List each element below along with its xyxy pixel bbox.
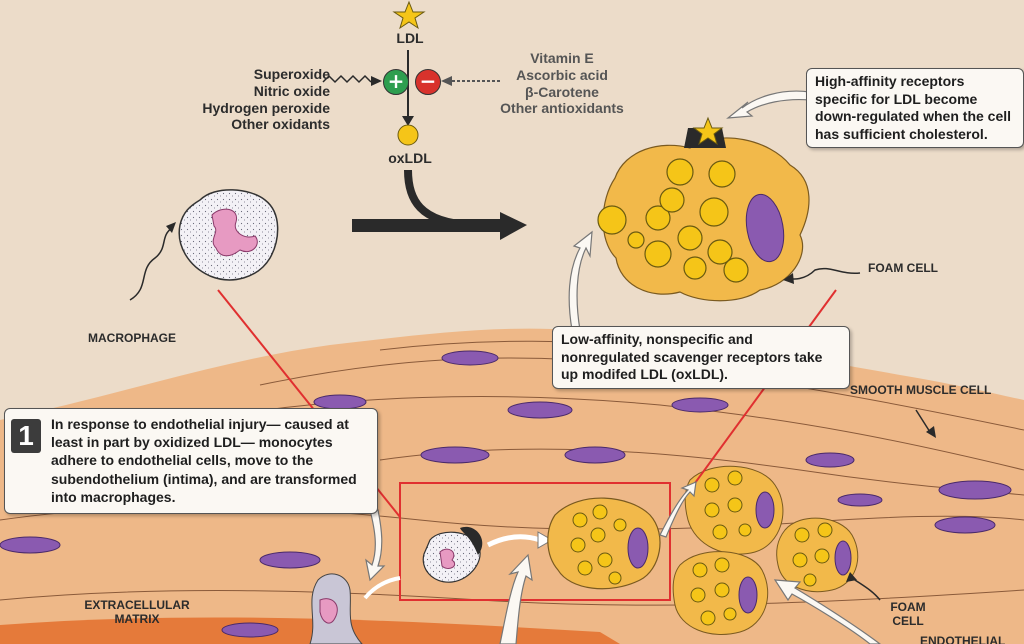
oxldl-label: oxLDL: [388, 150, 432, 166]
extracellular-matrix-label: EXTRACELLULAR MATRIX: [84, 598, 190, 627]
endothelial-label: ENDOTHELIAL: [920, 634, 1006, 644]
macrophage-label: MACROPHAGE: [87, 331, 176, 345]
oxidants-list: Superoxide Nitric oxide Hydrogen peroxid…: [176, 66, 330, 133]
step-1-callout: 1 In response to endothelial injury— cau…: [4, 408, 378, 514]
foam-cell-large: [597, 116, 861, 302]
foam-cells-lower: [672, 465, 881, 635]
callout-pointers: [365, 90, 881, 644]
step-1-text: In response to endothelial injury— cause…: [51, 416, 357, 505]
high-affinity-callout: High-affinity receptors specific for LDL…: [806, 68, 1024, 148]
foam-cell-lower-label: FOAM CELL: [890, 600, 926, 629]
adhering-monocyte: [309, 573, 363, 644]
foam-cell-nucleus: [745, 193, 785, 263]
ldl-label: LDL: [396, 30, 424, 46]
minus-icon: −: [415, 69, 441, 95]
antioxidant-item: Ascorbic acid: [516, 66, 608, 83]
smooth-muscle-cell-label: SMOOTH MUSCLE CELL: [850, 383, 992, 397]
oxidant-item: Hydrogen peroxide: [202, 99, 330, 116]
antioxidant-item: Other antioxidants: [500, 100, 624, 117]
oxidant-item: Nitric oxide: [253, 82, 330, 99]
foam-cell-label: FOAM CELL: [868, 261, 938, 275]
transformation-inset: [399, 482, 671, 601]
antioxidant-item: Vitamin E: [530, 50, 594, 66]
ldl-star-icon: [392, 0, 426, 30]
low-affinity-callout: Low-affinity, nonspecific and nonregulat…: [552, 326, 850, 389]
step-number-badge: 1: [11, 419, 41, 453]
antioxidants-list: Vitamin E Ascorbic acid β-Carotene Other…: [482, 50, 642, 117]
oxidant-item: Other oxidants: [231, 116, 330, 133]
ldl-pathway: [322, 0, 527, 240]
oxidant-item: Superoxide: [253, 66, 330, 82]
oxldl-particle: [397, 124, 419, 146]
ldl-receptor-star-icon: [692, 116, 724, 146]
antioxidant-item: β-Carotene: [525, 83, 599, 100]
plus-icon: +: [383, 69, 409, 95]
macrophage-cell: [129, 189, 279, 301]
